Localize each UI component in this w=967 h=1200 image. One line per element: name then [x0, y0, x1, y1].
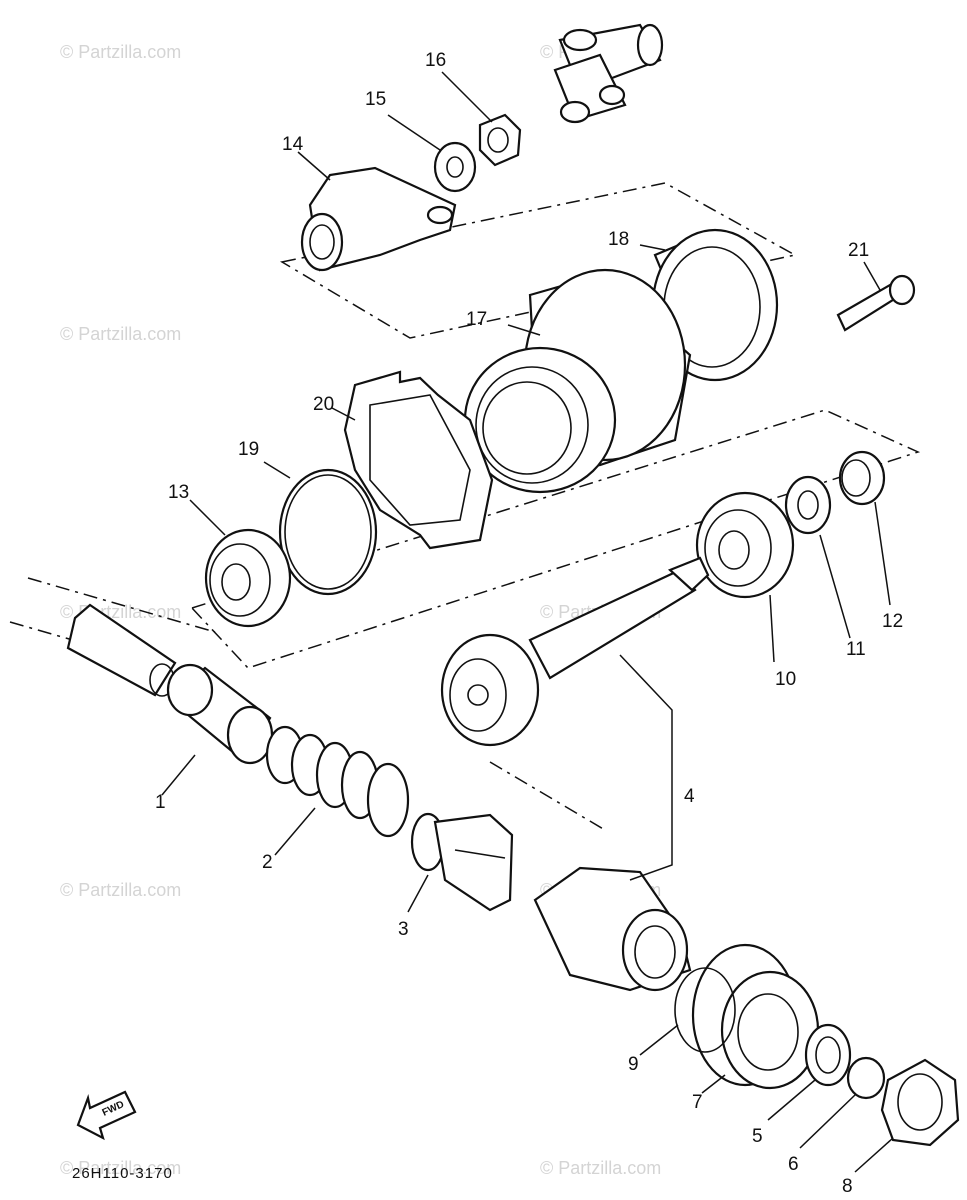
- seal-housing-part: [651, 228, 779, 382]
- watermark: © Partzilla.com: [60, 1158, 181, 1178]
- callout-11: 11: [846, 639, 866, 660]
- callout-18: 18: [608, 229, 629, 250]
- callout-5: 5: [752, 1126, 763, 1147]
- callout-3: 3: [398, 919, 409, 940]
- callout-8: 8: [842, 1176, 853, 1197]
- pinion-shaft-part: [440, 556, 710, 747]
- yoke-part: [300, 166, 457, 272]
- leader-lines: [161, 71, 894, 1173]
- washer-part: [433, 141, 477, 193]
- watermark: © Partzilla.com: [540, 1158, 661, 1178]
- callout-12: 12: [882, 611, 903, 632]
- diagram-code: 26H110-3170: [72, 1165, 173, 1182]
- callout-19: 19: [238, 439, 259, 460]
- callout-6: 6: [788, 1154, 799, 1175]
- callout-4: 4: [684, 786, 695, 807]
- shim-plate-part: [343, 370, 494, 550]
- callout-2: 2: [262, 852, 273, 873]
- callout-16: 16: [425, 50, 446, 71]
- washer-11-part: [784, 475, 832, 535]
- nut-part: [478, 113, 522, 167]
- callout-1: 1: [155, 792, 166, 813]
- bolt-part: [836, 274, 916, 332]
- nut-8-part: [880, 1058, 960, 1147]
- washer-5-part: [804, 1023, 852, 1087]
- callout-17: 17: [466, 309, 487, 330]
- bearing-10-part: [695, 491, 795, 599]
- callout-20: 20: [313, 394, 334, 415]
- shim-9-part: [674, 967, 736, 1053]
- o-ring-part: [278, 468, 378, 596]
- watermark: © Partzilla.com: [60, 880, 181, 900]
- watermark: © Partzilla.com: [60, 42, 181, 62]
- bearing-7-part: [691, 943, 820, 1090]
- callout-10: 10: [775, 669, 796, 690]
- coupling-3-part: [410, 812, 514, 912]
- universal-joint-part: [553, 23, 664, 124]
- ring-gear-part: [533, 866, 692, 992]
- bearing-13-part: [204, 528, 292, 628]
- callout-13: 13: [168, 482, 189, 503]
- bearing-housing-part: [463, 268, 692, 494]
- fwd-arrow-icon: FWD: [76, 1090, 137, 1141]
- collar-1-part: [166, 663, 274, 765]
- callout-15: 15: [365, 89, 386, 110]
- callout-21: 21: [848, 240, 869, 261]
- spring-2-part: [265, 725, 410, 838]
- callout-labels: 1 2 3 4 5 6 7 8 9 10 11 12 13 14 15 16 1…: [155, 50, 903, 1197]
- watermark: © Partzilla.com: [60, 324, 181, 344]
- callout-9: 9: [628, 1054, 639, 1075]
- callout-14: 14: [282, 134, 304, 155]
- ring-6-part: [846, 1056, 886, 1100]
- collar-12-part: [838, 450, 886, 506]
- callout-7: 7: [692, 1092, 703, 1113]
